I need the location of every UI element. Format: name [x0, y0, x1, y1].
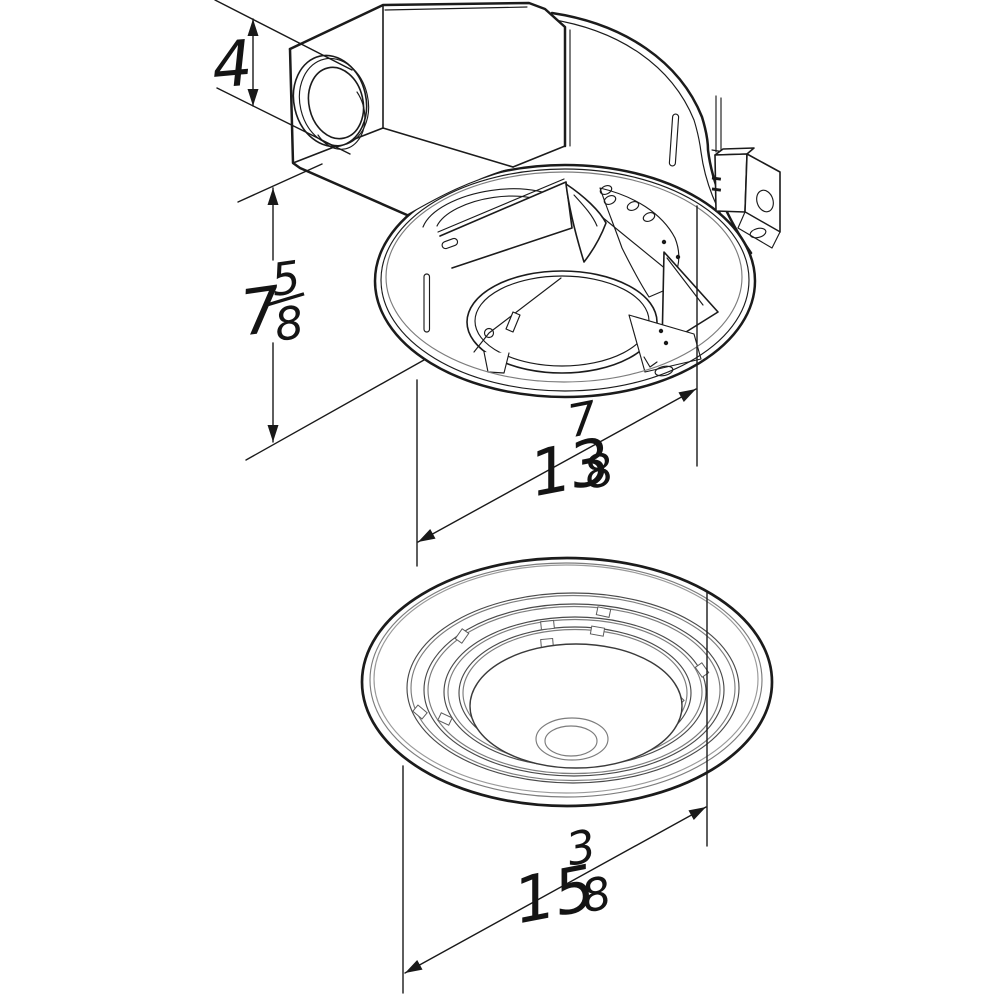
arrowhead [405, 959, 423, 973]
grille-drawing [360, 556, 774, 808]
grille-lens [469, 643, 683, 769]
dimension-annotations: 4 7 5 8 13 7 [209, 0, 708, 994]
arrowhead [267, 188, 279, 205]
blower-scroll [437, 178, 573, 269]
dim-housing-diameter: 13 7 8 [416, 205, 698, 567]
dim-housing-height: 7 5 8 [236, 163, 425, 461]
duct-housing-box [288, 1, 567, 217]
arrowhead [267, 425, 279, 442]
lamp-opening [466, 270, 658, 374]
keyhole-slot [423, 273, 431, 333]
mounting-flange [373, 143, 757, 399]
lens-hub [535, 717, 609, 761]
drum-slot [668, 113, 680, 167]
junction-box-tab [737, 211, 781, 249]
dim-duct-label: 4 [209, 26, 255, 102]
arrowhead [247, 89, 259, 106]
scroll-slot [441, 237, 459, 250]
screw [711, 187, 722, 192]
spring-wire [473, 277, 562, 353]
motor-bracket-cone [565, 183, 607, 263]
knockout-hole [756, 189, 774, 213]
dim-duct-diameter: 4 [209, 0, 353, 155]
fraction-bar [265, 292, 305, 307]
arrowhead [247, 19, 259, 36]
arrowhead [688, 807, 706, 821]
flange-rim [373, 163, 757, 399]
dim-housing-diameter-label: 13 7 8 [524, 391, 618, 511]
flange-interior [422, 143, 719, 377]
arrowhead [418, 528, 436, 542]
screw [711, 176, 722, 181]
dim-grille-diameter-label: 15 3 8 [508, 819, 615, 938]
housing-drawing [288, 1, 781, 399]
junction-box [711, 95, 781, 249]
svg-text:15: 15 [508, 851, 601, 938]
duct-collar [292, 54, 370, 150]
svg-text:13: 13 [524, 424, 617, 511]
arrowhead [678, 389, 696, 403]
svg-text:8: 8 [271, 295, 307, 351]
clip-tab [483, 351, 510, 374]
lower-bracket-plate [628, 314, 702, 377]
dim-housing-height-label: 7 5 8 [236, 250, 307, 351]
chamfer-fold [382, 127, 514, 168]
